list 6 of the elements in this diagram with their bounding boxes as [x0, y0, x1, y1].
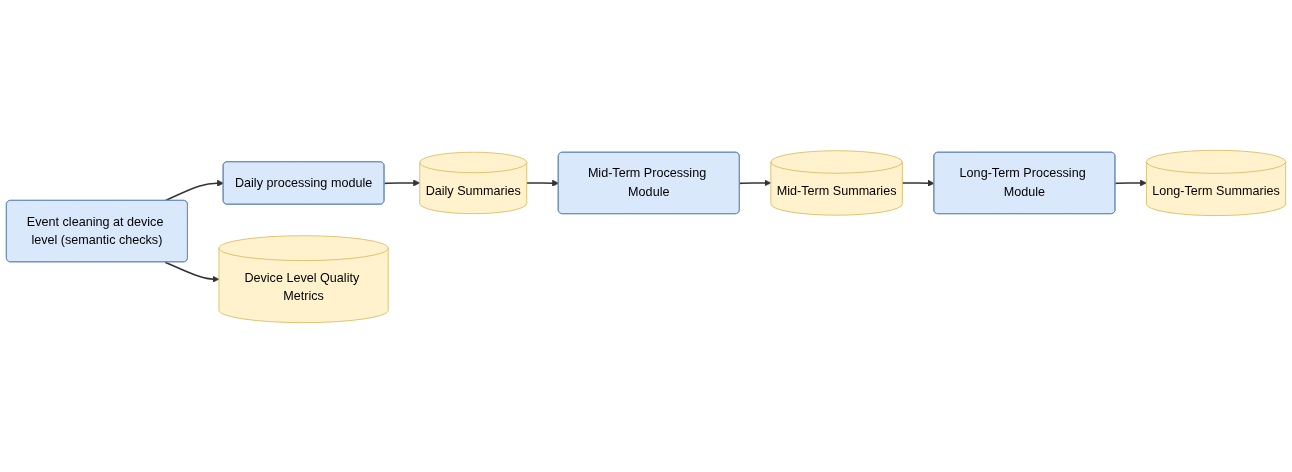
arrow	[525, 179, 559, 187]
arrow	[901, 179, 935, 187]
arrow	[738, 179, 772, 186]
arrow	[164, 260, 220, 283]
arrow	[1114, 179, 1147, 186]
arrow	[383, 179, 421, 186]
